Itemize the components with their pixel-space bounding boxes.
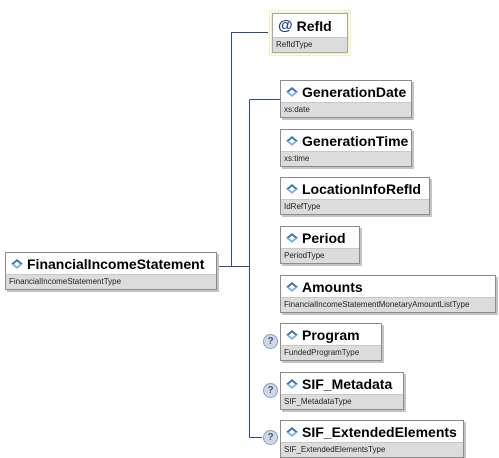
element-name: LocationInfoRefId	[302, 180, 421, 197]
element-icon	[286, 426, 298, 437]
element-period-box[interactable]: Period PeriodType	[280, 226, 360, 264]
element-locationinforefid-box[interactable]: LocationInfoRefId IdRefType	[280, 177, 430, 215]
element-type: SIF_MetadataType	[281, 394, 403, 409]
element-name: Amounts	[302, 278, 363, 295]
element-name: SIF_ExtendedElements	[302, 423, 457, 440]
element-type: xs:date	[281, 102, 411, 117]
element-icon	[286, 135, 298, 146]
element-type: SIF_ExtendedElementsType	[281, 442, 463, 457]
element-name: Program	[302, 326, 360, 343]
connector-root-attribute	[214, 32, 268, 267]
element-type: IdRefType	[281, 199, 429, 214]
element-icon	[286, 378, 298, 389]
element-generationtime-box[interactable]: GenerationTime xs:time	[280, 129, 412, 167]
attribute-name: RefId	[296, 17, 332, 34]
element-name: GenerationTime	[302, 132, 409, 149]
element-icon	[286, 329, 298, 340]
element-icon	[286, 86, 298, 97]
root-element-box[interactable]: FinancialIncomeStatement FinancialIncome…	[5, 252, 217, 290]
element-sif-metadata-box[interactable]: SIF_Metadata SIF_MetadataType	[280, 372, 404, 410]
root-element-name: FinancialIncomeStatement	[27, 255, 205, 272]
optional-marker-icon: ?	[263, 383, 278, 398]
attribute-refid-box[interactable]: @ RefId RefIdType	[269, 10, 351, 56]
attribute-type: RefIdType	[273, 37, 347, 52]
element-sif-extendedelements-box[interactable]: SIF_ExtendedElements SIF_ExtendedElement…	[280, 420, 464, 458]
element-icon	[286, 232, 298, 243]
root-element-type: FinancialIncomeStatementType	[6, 274, 216, 289]
element-icon	[286, 183, 298, 194]
optional-marker-icon: ?	[263, 430, 278, 445]
attribute-at-icon: @	[278, 17, 293, 34]
element-name: SIF_Metadata	[302, 375, 393, 392]
element-type: xs:time	[281, 151, 411, 166]
element-type: FundedProgramType	[281, 345, 381, 360]
optional-marker-icon: ?	[263, 334, 278, 349]
element-icon	[286, 281, 298, 292]
element-program-box[interactable]: Program FundedProgramType	[280, 323, 382, 361]
element-name: GenerationDate	[302, 83, 407, 100]
element-amounts-box[interactable]: Amounts FinancialIncomeStatementMonetary…	[280, 275, 496, 313]
element-name: Period	[302, 229, 346, 246]
element-type: PeriodType	[281, 248, 359, 263]
element-type: FinancialIncomeStatementMonetaryAmountLi…	[281, 297, 495, 312]
element-icon	[11, 258, 23, 269]
element-generationdate-box[interactable]: GenerationDate xs:date	[280, 80, 412, 118]
